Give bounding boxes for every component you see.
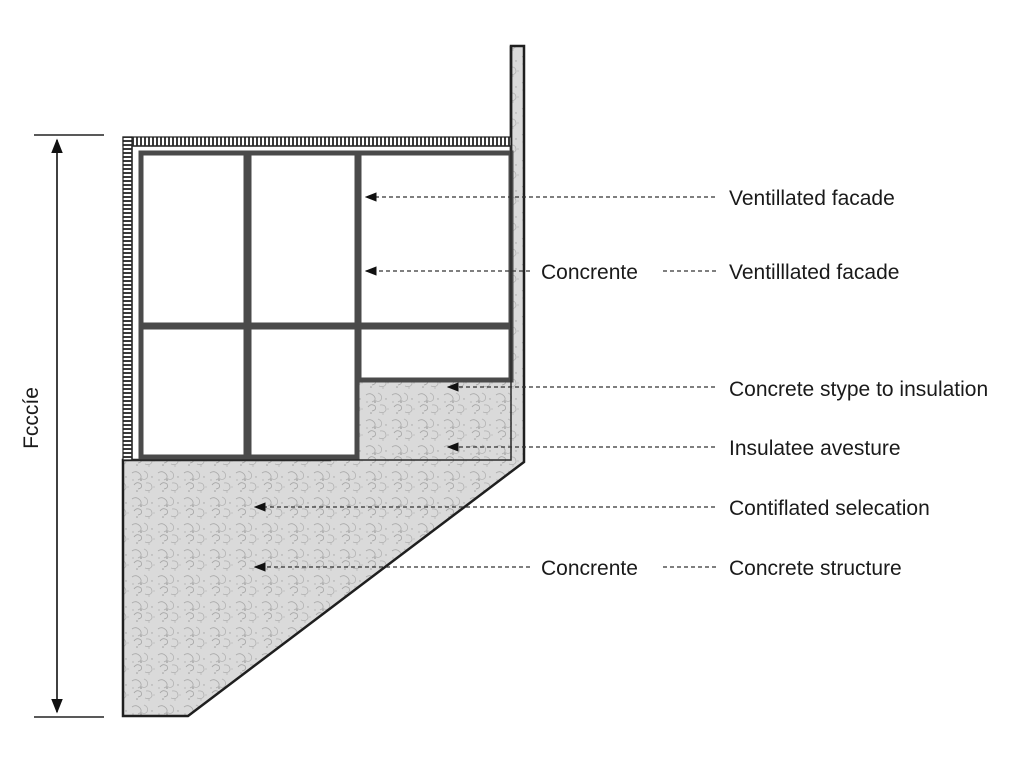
dimension-label: Fcccíe [20,387,43,449]
facade-panel-grid [138,150,514,460]
label-ventillated-facade-2: Ventilllated facade [729,261,899,284]
label-concrente-2: Concrente [541,557,638,580]
insulation-top-strip [122,136,512,147]
facade-grid-outer-frame [131,145,512,461]
label-concrete-structure: Concrete structure [729,557,902,580]
label-contiflated-selecation: Contiflated selecation [729,497,930,520]
insulation-left-strip [122,136,133,461]
label-insulatee-avesture: Insulatee avesture [729,437,901,460]
label-concrente-1: Concrente [541,261,638,284]
label-ventillated-facade-1: Ventillated facade [729,187,895,210]
label-concrete-stype: Concrete stype to insulation [729,378,988,401]
